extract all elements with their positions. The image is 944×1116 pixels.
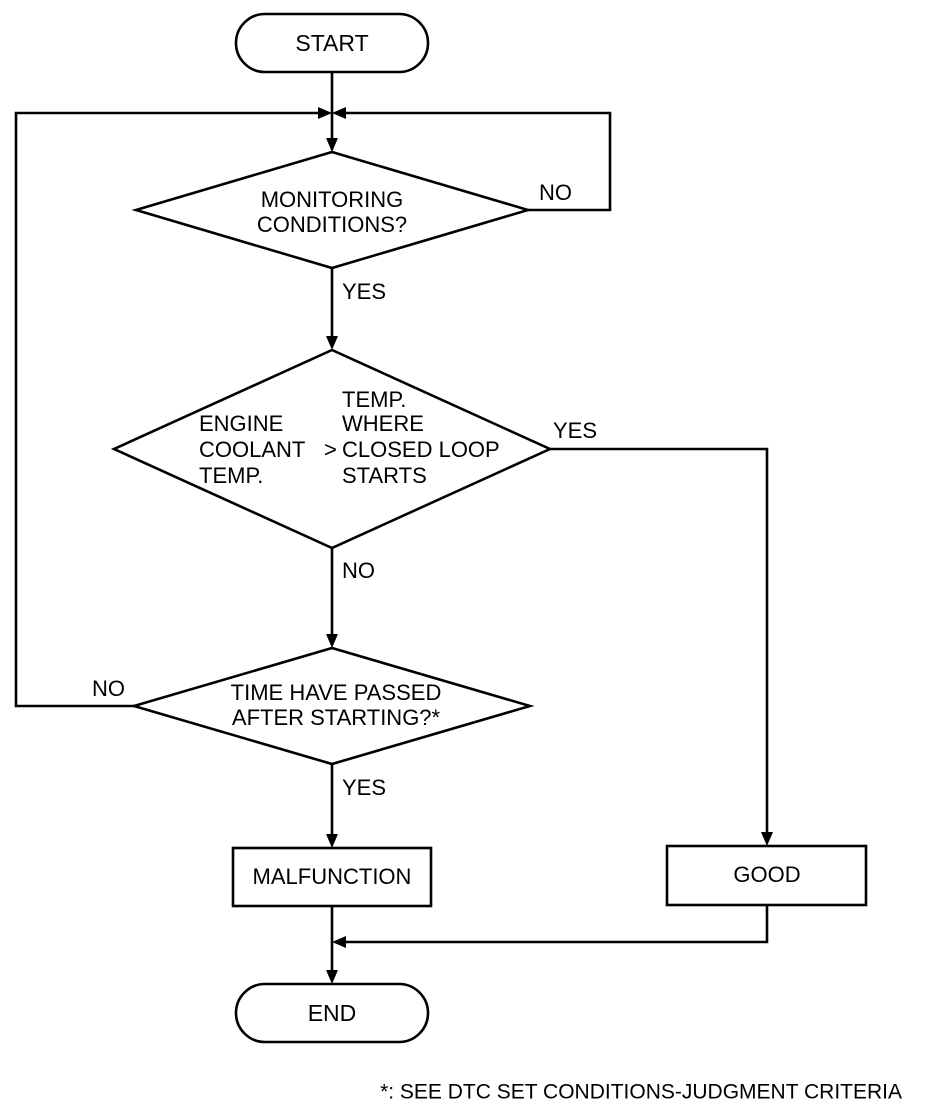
coolant-right-line4: STARTS xyxy=(342,463,427,488)
coolant-yes-label: YES xyxy=(553,418,597,443)
start-label: START xyxy=(295,30,368,56)
arrowhead-into-end xyxy=(326,970,338,984)
time-yes-label: YES xyxy=(342,775,386,800)
arrowhead-into-coolant xyxy=(326,336,338,350)
arrowhead-loop-right xyxy=(332,107,346,119)
arrowhead-into-monitoring xyxy=(326,138,338,152)
monitoring-yes-label: YES xyxy=(342,279,386,304)
monitoring-line2: CONDITIONS? xyxy=(257,212,407,237)
monitoring-no-label: NO xyxy=(539,180,572,205)
good-label: GOOD xyxy=(733,862,800,887)
arrowhead-good-merge xyxy=(332,936,346,948)
coolant-right-line3: CLOSED LOOP xyxy=(342,437,500,462)
coolant-operator: > xyxy=(324,437,337,462)
malfunction-label: MALFUNCTION xyxy=(253,864,412,889)
coolant-left-line1: ENGINE xyxy=(199,411,283,436)
coolant-left-line3: TEMP. xyxy=(199,463,263,488)
time-line1: TIME HAVE PASSED xyxy=(231,680,442,705)
good-box xyxy=(665,844,868,907)
connector-coolant-yes xyxy=(550,447,769,836)
time-line2: AFTER STARTING?* xyxy=(232,705,441,730)
coolant-right-line2: WHERE xyxy=(342,411,424,436)
arrowhead-into-malfunction xyxy=(326,834,338,848)
coolant-no-label: NO xyxy=(342,558,375,583)
arrowhead-loop-left xyxy=(318,107,332,119)
coolant-left-line2: COOLANT xyxy=(199,437,305,462)
end-label: END xyxy=(308,1000,357,1026)
time-no-label: NO xyxy=(92,676,125,701)
connector-time-no-loop xyxy=(14,111,318,708)
end-terminal xyxy=(234,982,430,1044)
connector-monitoring-no-loop xyxy=(346,111,612,212)
connector-good-return xyxy=(346,905,769,944)
monitoring-line1: MONITORING xyxy=(261,187,404,212)
footnote: *: SEE DTC SET CONDITIONS-JUDGMENT CRITE… xyxy=(380,1081,902,1104)
malfunction-box xyxy=(231,846,433,908)
arrowhead-into-good xyxy=(761,832,773,846)
coolant-right-line1: TEMP. xyxy=(342,387,406,412)
arrowhead-into-time xyxy=(326,634,338,648)
